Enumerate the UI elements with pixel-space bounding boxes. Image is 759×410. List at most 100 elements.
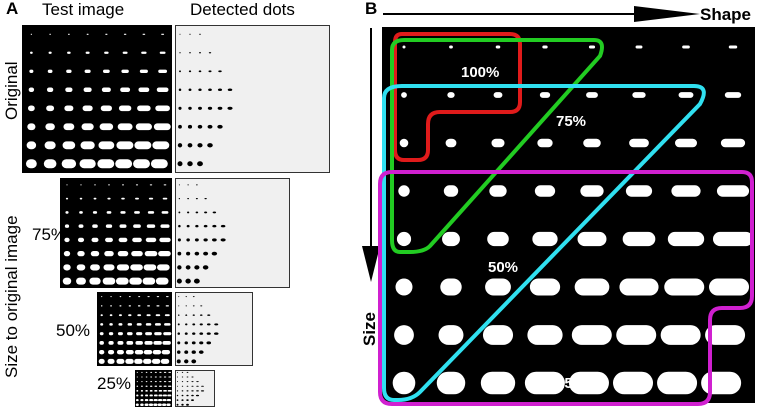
shape-size-dot <box>622 231 656 247</box>
test-dot <box>120 87 131 92</box>
test-dot <box>145 376 148 378</box>
test-dot <box>116 264 130 271</box>
test-dot <box>135 197 139 200</box>
shape-size-dot <box>660 325 701 345</box>
shape-size-dot <box>442 231 460 247</box>
test-dot <box>162 197 168 200</box>
detected-dot <box>187 184 189 186</box>
detected-dot <box>195 211 199 214</box>
shape-size-dot <box>619 278 659 296</box>
test-dot <box>149 390 153 392</box>
test-dot <box>89 277 101 285</box>
test-dot <box>163 332 172 336</box>
test-dot <box>134 141 152 150</box>
detected-dot <box>199 323 203 326</box>
shape-size-dot <box>445 138 457 148</box>
test-dot <box>154 371 157 373</box>
test-dot <box>141 381 143 383</box>
test-dot <box>43 159 57 169</box>
test-dot <box>166 296 169 298</box>
test-dot <box>30 33 33 35</box>
test-dot <box>138 296 141 298</box>
test-dot <box>159 371 162 373</box>
shape-size-dot <box>728 45 738 49</box>
detected-dot <box>208 70 212 73</box>
detected-dot <box>211 251 218 256</box>
detected-dot <box>192 332 196 335</box>
detected-dot <box>187 124 193 129</box>
test-dot <box>149 184 153 186</box>
test-dot <box>117 341 124 345</box>
shape-size-dot <box>588 45 596 49</box>
test-dot <box>76 264 86 271</box>
test-dot <box>159 51 166 54</box>
detected-dot <box>186 371 189 373</box>
detected-25 <box>175 370 215 407</box>
test-dot <box>63 123 75 131</box>
detected-dot <box>186 376 189 378</box>
detected-dot <box>177 376 178 378</box>
test-dot <box>150 376 153 378</box>
test-dot <box>65 87 73 92</box>
detected-dot <box>181 403 184 406</box>
test-dot <box>139 69 148 73</box>
detected-dot <box>184 359 189 364</box>
test-dot <box>161 349 171 355</box>
test-dot <box>155 314 161 317</box>
shape-size-dot <box>571 325 612 345</box>
test-dot <box>132 237 142 243</box>
test-dot <box>115 159 133 169</box>
test-dot <box>150 159 168 169</box>
test-dot <box>160 224 170 228</box>
test-dot <box>127 323 133 326</box>
test-dot <box>143 358 152 364</box>
shape-size-dot <box>629 138 649 148</box>
detected-dot <box>186 211 190 214</box>
shape-size-dot <box>395 278 413 296</box>
test-dot <box>82 105 93 112</box>
detected-dot <box>212 211 217 214</box>
test-dot <box>137 305 141 307</box>
test-dot <box>168 376 171 378</box>
detected-50 <box>175 292 253 366</box>
test-dot <box>162 341 171 345</box>
test-dot <box>155 277 169 285</box>
test-dot <box>67 51 71 54</box>
detected-dot <box>181 376 184 378</box>
detected-dot <box>191 385 194 387</box>
test-dot <box>136 332 143 336</box>
test-dot <box>145 385 148 387</box>
test-dot <box>160 358 170 364</box>
test-dot <box>122 51 128 54</box>
detected-dot <box>177 385 178 387</box>
test-dot <box>63 264 71 271</box>
test-dot <box>150 381 153 383</box>
detected-dot <box>191 399 194 401</box>
test-dot <box>164 314 170 317</box>
detected-dot <box>200 390 205 392</box>
test-dot <box>128 305 131 307</box>
test-dot <box>101 296 103 298</box>
test-dot <box>145 394 149 397</box>
test-dot <box>135 184 139 186</box>
detected-dot <box>177 143 183 148</box>
test-dot <box>159 376 162 378</box>
test-dot <box>133 224 141 228</box>
shape-size-dot <box>586 92 598 98</box>
detected-dot <box>207 124 213 129</box>
detected-dot <box>191 376 194 378</box>
test-dot <box>120 211 126 214</box>
test-dot <box>80 141 95 150</box>
test-dot <box>128 296 131 298</box>
test-dot <box>134 349 144 355</box>
test-dot <box>119 305 122 307</box>
shape-size-dot <box>443 185 459 197</box>
detected-dot <box>199 314 203 316</box>
test-dot <box>118 105 132 112</box>
test-dot <box>91 237 99 243</box>
test-dot <box>129 277 142 285</box>
test-dot <box>158 251 171 257</box>
shape-size-dot <box>534 185 556 197</box>
detected-dot <box>204 198 207 200</box>
test-dot <box>152 141 170 150</box>
